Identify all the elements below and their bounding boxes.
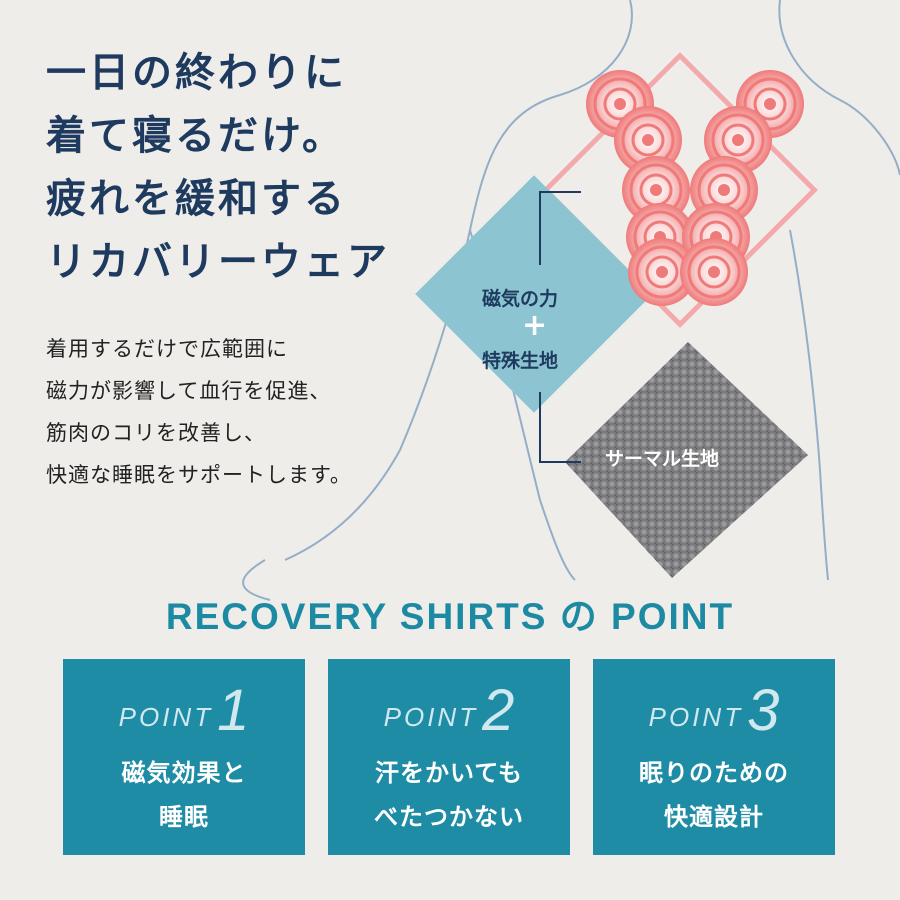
point-word: POINT [118,702,214,732]
magnet-rings [586,70,804,306]
point-number: 1 [217,678,250,743]
magnet-label: 磁気の力 [482,288,559,310]
thermal-swatch [565,342,808,578]
point-line: 快適設計 [664,803,764,831]
point-card-2: POINT2 汗をかいても べたつかない [328,659,570,855]
thermal-label: サーマル生地 [605,448,720,470]
headline-line: 疲れを緩和する [46,176,347,222]
headline-line: 一日の終わりに [46,50,347,96]
point-line: べたつかない [374,803,524,831]
point-heading: POINT1 [63,677,305,744]
body-line: 筋肉のコリを改善し、 [46,421,266,445]
point-line: 汗をかいても [374,759,524,787]
bracket-line [539,191,581,463]
point-number: 2 [482,678,515,743]
body-line: 快適な睡眠をサポートします。 [46,463,352,487]
section-title: RECOVERY SHIRTS の POINT [165,596,735,637]
plus-sign: + [522,308,548,343]
point-text: 眠りのための 快適設計 [593,751,835,839]
headline-line: 着て寝るだけ。 [46,113,345,159]
point-word: POINT [648,702,744,732]
point-text: 磁気効果と 睡眠 [63,751,305,839]
point-text: 汗をかいても べたつかない [328,751,570,839]
fabric-diamond [415,175,653,413]
point-line: 眠りのための [639,759,789,787]
point-word: POINT [383,702,479,732]
body-line: 着用するだけで広範囲に [46,337,288,361]
point-line: 睡眠 [159,803,209,831]
point-line: 磁気効果と [121,759,247,787]
point-number: 3 [747,678,780,743]
point-heading: POINT3 [593,677,835,744]
headline: 一日の終わりに 着て寝るだけ。 疲れを緩和する リカバリーウェア [46,42,390,294]
point-card-3: POINT3 眠りのための 快適設計 [593,659,835,855]
point-card-1: POINT1 磁気効果と 睡眠 [63,659,305,855]
headline-line: リカバリーウェア [46,239,390,285]
body-copy: 着用するだけで広範囲に 磁力が影響して血行を促進、 筋肉のコリを改善し、 快適な… [46,328,352,496]
point-heading: POINT2 [328,677,570,744]
fabric-label: 特殊生地 [482,350,559,372]
body-line: 磁力が影響して血行を促進、 [46,379,332,403]
